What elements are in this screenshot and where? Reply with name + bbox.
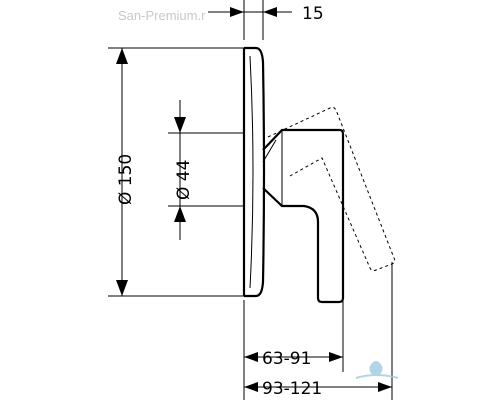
dimension-outer-diameter: Ø 150 (108, 47, 244, 297)
outer-diameter-label: Ø 150 (116, 154, 136, 205)
dimension-inner-diameter: Ø 44 (168, 100, 244, 240)
rosette-plate (242, 46, 266, 298)
dimension-wall-offset: 15 (208, 0, 324, 40)
water-drop-logo-icon (355, 361, 399, 379)
watermark-text: San-Premium.r (118, 8, 206, 23)
wall-offset-label: 15 (302, 4, 324, 24)
inner-diameter-label: Ø 44 (174, 160, 194, 200)
dimension-handle-projection: 63-91 (243, 300, 344, 400)
total-projection-label: 93-121 (262, 379, 322, 399)
handle-alt-position (267, 106, 396, 272)
handle-projection-label: 63-91 (262, 349, 311, 369)
mixer-handle (262, 128, 345, 304)
dimension-total-projection: 93-121 (244, 262, 393, 400)
